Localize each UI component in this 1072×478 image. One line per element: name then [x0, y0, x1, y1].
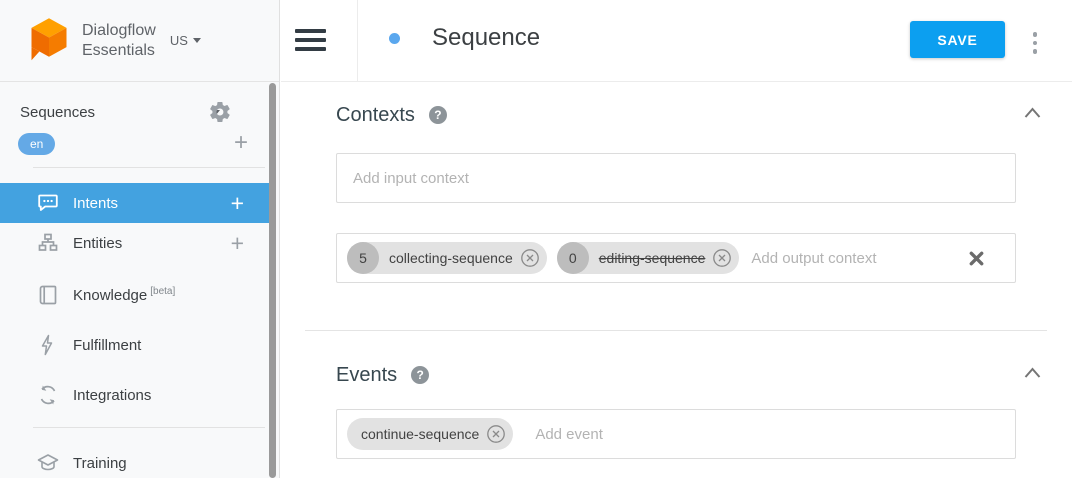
- book-icon: [39, 285, 57, 305]
- sidebar-item-fulfillment[interactable]: Fulfillment: [0, 325, 272, 365]
- sidebar-item-intents[interactable]: Intents +: [0, 183, 272, 223]
- language-badge[interactable]: en: [18, 133, 56, 155]
- lightning-icon: [41, 334, 53, 356]
- event-chip[interactable]: continue-sequence: [347, 418, 514, 450]
- help-icon[interactable]: ?: [428, 106, 447, 124]
- remove-chip-icon[interactable]: [712, 248, 732, 268]
- contexts-heading: Contexts ?: [336, 102, 1041, 128]
- sidebar-item-label: Knowledge[beta]: [73, 286, 176, 304]
- event-placeholder: Add event: [535, 425, 603, 443]
- sidebar-item-entities[interactable]: Entities +: [0, 223, 272, 263]
- chip-label: editing-sequence: [598, 250, 706, 266]
- sync-icon: [40, 385, 56, 405]
- language-row: en +: [0, 129, 272, 157]
- section-title: Events: [336, 363, 398, 386]
- output-context-placeholder: Add output context: [751, 249, 877, 267]
- sidebar-item-knowledge[interactable]: Knowledge[beta]: [0, 275, 272, 315]
- input-context-field[interactable]: Add input context: [336, 153, 1016, 203]
- sidebar-item-integrations[interactable]: Integrations: [0, 375, 272, 415]
- region-label: US: [169, 33, 188, 48]
- help-icon[interactable]: ?: [411, 366, 430, 384]
- divider: [33, 167, 265, 168]
- output-context-chip[interactable]: 5 collecting-sequence: [347, 242, 547, 274]
- menu-icon[interactable]: [295, 29, 326, 51]
- add-entity-button[interactable]: +: [230, 229, 244, 256]
- events-heading: Events ?: [336, 362, 1041, 388]
- save-button[interactable]: SAVE: [910, 21, 1005, 58]
- more-options-icon[interactable]: [1031, 30, 1040, 56]
- divider: [33, 427, 265, 428]
- sidebar-item-label: Intents: [73, 194, 119, 212]
- divider: [357, 0, 358, 82]
- intent-editor: Contexts ? Add input context 5 collectin…: [305, 82, 1047, 478]
- chip-label: continue-sequence: [361, 426, 480, 442]
- graduation-cap-icon: [37, 454, 59, 471]
- remove-chip-icon[interactable]: [486, 424, 506, 444]
- sidebar-item-label: Entities: [73, 234, 123, 252]
- chevron-down-icon: [192, 38, 201, 43]
- chevron-up-icon[interactable]: [1024, 367, 1041, 379]
- event-field[interactable]: continue-sequence Add event: [336, 409, 1016, 459]
- section-title: Contexts: [336, 103, 415, 126]
- lifespan-badge: 0: [556, 242, 589, 274]
- sidebar-item-label: Training: [73, 454, 127, 472]
- dialogflow-logo-icon: [31, 17, 67, 60]
- sidebar-header: Dialogflow Essentials US: [0, 0, 279, 82]
- region-selector[interactable]: US: [170, 33, 201, 48]
- gear-icon[interactable]: [208, 100, 232, 124]
- remove-chip-icon[interactable]: [520, 248, 540, 268]
- lifespan-badge: 5: [347, 242, 379, 274]
- sidebar-item-training[interactable]: Training: [0, 443, 272, 478]
- main-header: Sequence SAVE: [281, 0, 1072, 82]
- chip-label: collecting-sequence: [389, 250, 513, 266]
- chat-bubble-icon: [38, 194, 58, 211]
- output-context-field[interactable]: 5 collecting-sequence 0 editing-sequence…: [336, 233, 1016, 283]
- chevron-up-icon[interactable]: [1024, 107, 1041, 119]
- sidebar-scrollbar[interactable]: [269, 83, 276, 478]
- beta-badge: [beta]: [150, 286, 176, 297]
- add-intent-button[interactable]: +: [230, 189, 244, 216]
- sidebar-item-label: Fulfillment: [73, 336, 142, 354]
- intent-status-dot: [389, 33, 400, 44]
- brand-name: Dialogflow Essentials: [82, 21, 156, 59]
- sidebar: Dialogflow Essentials US Sequences en +: [0, 0, 280, 478]
- page-title: Sequence: [432, 24, 541, 51]
- agent-selector[interactable]: Sequences: [0, 94, 272, 130]
- agent-name: Sequences: [20, 103, 96, 121]
- divider: [305, 330, 1047, 331]
- clear-contexts-icon[interactable]: [968, 250, 985, 267]
- input-context-placeholder: Add input context: [353, 169, 469, 187]
- org-chart-icon: [38, 233, 58, 251]
- sidebar-item-label: Integrations: [73, 386, 152, 404]
- output-context-chip[interactable]: 0 editing-sequence: [556, 242, 740, 274]
- add-language-button[interactable]: +: [233, 129, 248, 156]
